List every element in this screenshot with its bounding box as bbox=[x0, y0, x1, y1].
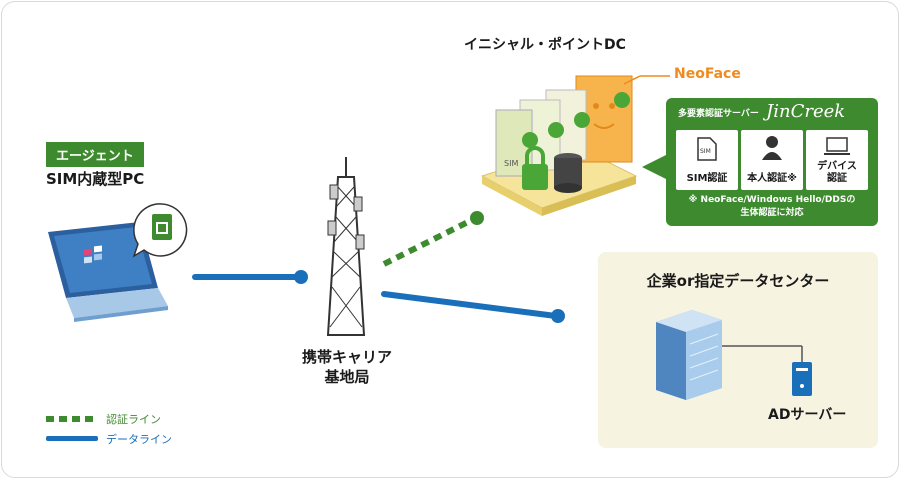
jincreek-box-label: 本人認証※ bbox=[747, 173, 797, 184]
sim-icon: SIM bbox=[697, 137, 717, 161]
legend-auth-line-swatch bbox=[46, 416, 98, 422]
jincreek-box-label: デバイス認証 bbox=[817, 161, 857, 184]
data-center-panel bbox=[598, 252, 878, 448]
jincreek-box-label: SIM認証 bbox=[686, 173, 728, 184]
jincreek-box-sim: SIM SIM認証 bbox=[676, 130, 738, 190]
auth-line-tower-dc bbox=[382, 211, 484, 267]
legend-data-label: データライン bbox=[106, 433, 172, 446]
jincreek-callout-pointer bbox=[642, 154, 668, 180]
data-center-illustration bbox=[656, 310, 812, 400]
jincreek-note-line1: ※ NeoFace/Windows Hello/DDSの bbox=[688, 195, 856, 205]
tower-label-line1: 携帯キャリア bbox=[301, 348, 392, 366]
jincreek-title: 多要素認証サーバー bbox=[678, 109, 759, 119]
jincreek-panel: 多要素認証サーバー JinCreek SIM SIM認証 本人認証※ デバイス認… bbox=[666, 98, 878, 226]
data-line-endpoint bbox=[294, 270, 308, 284]
sim-bubble-icon bbox=[132, 203, 188, 258]
jincreek-box-person: 本人認証※ bbox=[741, 130, 803, 190]
initial-dc-illustration: SIM bbox=[480, 75, 638, 216]
ad-server-label: ADサーバー bbox=[768, 407, 847, 423]
initial-dc-title: イニシャル・ポイントDC bbox=[464, 37, 626, 53]
legend-data-line-swatch bbox=[46, 436, 98, 441]
data-center-title: 企業or指定データセンター bbox=[646, 272, 830, 290]
svg-text:SIM: SIM bbox=[700, 148, 711, 155]
laptop-icon bbox=[48, 222, 168, 322]
jincreek-note: ※ NeoFace/Windows Hello/DDSの 生体認証に対応 bbox=[666, 194, 878, 220]
svg-text:SIM: SIM bbox=[504, 159, 518, 168]
jincreek-logo: JinCreek bbox=[766, 101, 846, 122]
data-line-pc-tower bbox=[192, 274, 300, 280]
jincreek-note-line2: 生体認証に対応 bbox=[740, 208, 804, 218]
person-icon bbox=[762, 136, 782, 160]
neoface-label: NeoFace bbox=[674, 66, 741, 82]
laptop-icon bbox=[824, 137, 850, 155]
data-line-tower-dc bbox=[381, 291, 565, 323]
agent-device-label: SIM内蔵型PC bbox=[46, 170, 145, 188]
jincreek-box-device: デバイス認証 bbox=[806, 130, 868, 190]
tower-label-line2: 基地局 bbox=[324, 368, 370, 386]
agent-badge: エージェント bbox=[46, 142, 144, 167]
legend-auth-label: 認証ライン bbox=[106, 413, 161, 426]
cell-tower-icon bbox=[326, 157, 366, 336]
neoface-pointer bbox=[624, 75, 670, 85]
